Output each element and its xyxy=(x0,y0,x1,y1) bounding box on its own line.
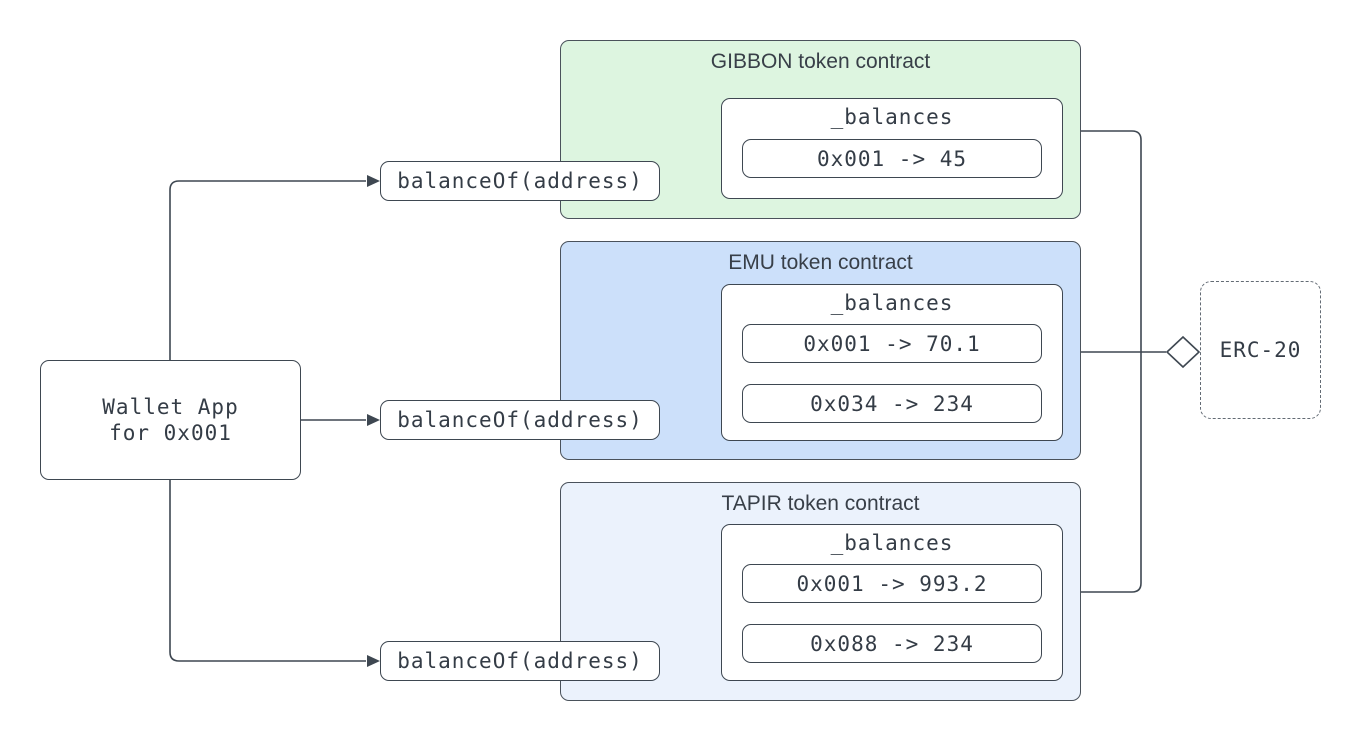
edge-wallet-to-gibbon-call xyxy=(169,180,366,360)
arrowhead-icon xyxy=(367,175,380,187)
edge-wallet-to-tapir-call xyxy=(169,480,366,662)
balances-map-label: _balances xyxy=(830,531,954,555)
wallet-app-node: Wallet App for 0x001 xyxy=(40,360,301,480)
erc20-interface-node: ERC-20 xyxy=(1200,281,1321,419)
balance-entry: 0x001 -> 45 xyxy=(742,139,1042,178)
edge-tapir-to-erc20 xyxy=(1081,352,1142,593)
gibbon-contract-title: GIBBON token contract xyxy=(710,50,931,73)
emu-balances-map: _balances 0x001 -> 70.1 0x034 -> 234 xyxy=(721,284,1063,441)
arrowhead-icon xyxy=(367,414,380,426)
gibbon-balances-map: _balances 0x001 -> 45 xyxy=(721,98,1063,199)
balanceof-call-node-gibbon: balanceOf(address) xyxy=(380,161,660,201)
tapir-contract-title: TAPIR token contract xyxy=(721,492,920,515)
balance-entry: 0x001 -> 70.1 xyxy=(742,324,1042,363)
balanceof-call-node-emu: balanceOf(address) xyxy=(380,400,660,440)
wallet-app-label: Wallet App for 0x001 xyxy=(102,394,238,446)
balance-entry: 0x001 -> 993.2 xyxy=(742,564,1042,603)
emu-contract-title: EMU token contract xyxy=(728,251,913,274)
balanceof-call-node-tapir: balanceOf(address) xyxy=(380,641,660,681)
balance-entry: 0x034 -> 234 xyxy=(742,384,1042,423)
tapir-balances-map: _balances 0x001 -> 993.2 0x088 -> 234 xyxy=(721,524,1063,681)
wallet-app-label-line1: Wallet App xyxy=(102,395,239,419)
balance-entry: 0x088 -> 234 xyxy=(742,624,1042,663)
balances-map-label: _balances xyxy=(830,105,954,129)
arrowhead-icon xyxy=(367,655,380,667)
edge-gibbon-to-erc20 xyxy=(1081,130,1142,352)
wallet-app-label-line2: for 0x001 xyxy=(109,421,232,445)
balances-map-label: _balances xyxy=(830,291,954,315)
aggregation-diamond-icon xyxy=(1165,335,1201,369)
